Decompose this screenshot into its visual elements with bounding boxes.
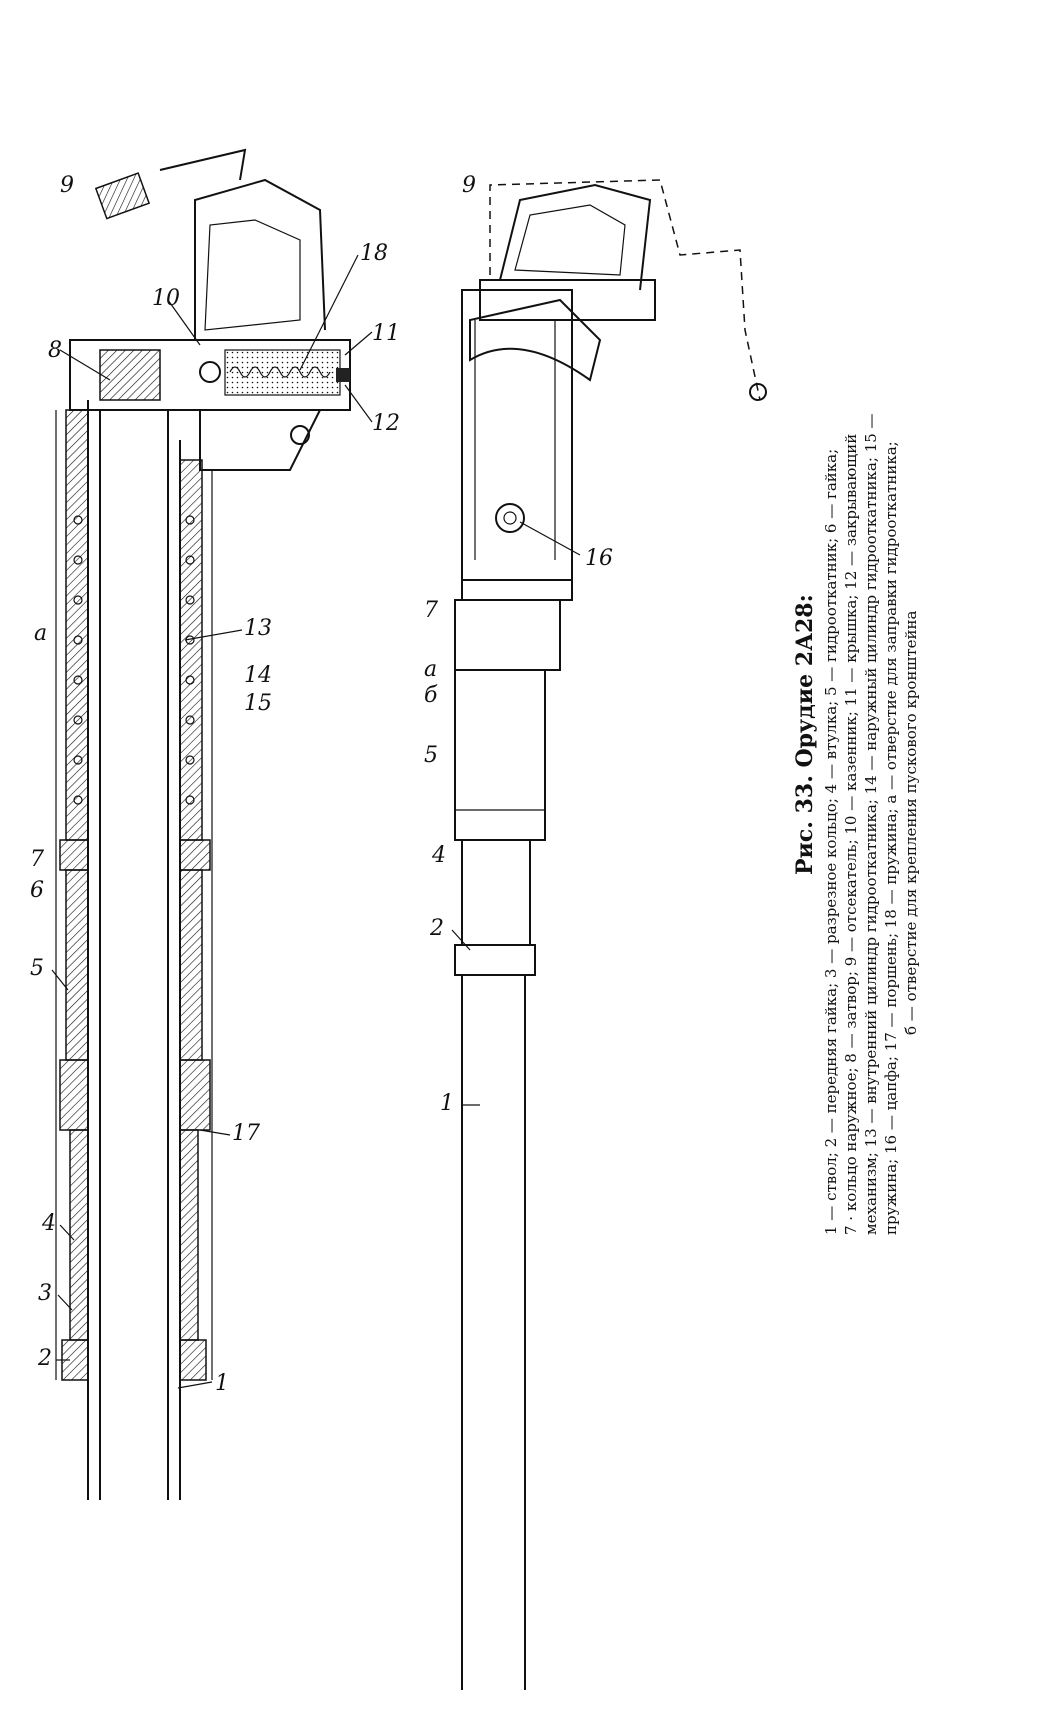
ext-callout-9: 9 xyxy=(462,173,476,198)
ext-callout-16: 16 xyxy=(585,546,613,571)
ejector-housing xyxy=(499,183,652,291)
trunnion xyxy=(495,503,525,533)
ext-callout-7: 7 xyxy=(424,598,438,623)
callout-6: 6 xyxy=(30,878,44,903)
exterior-view: 1 2 4 5 7 б а 16 9 xyxy=(424,173,767,1690)
left-bushing xyxy=(69,1129,89,1341)
callout-1: 1 xyxy=(215,1371,229,1396)
ejector-window xyxy=(204,219,301,331)
right-bushing xyxy=(179,1129,199,1341)
closing-mechanism xyxy=(336,368,350,382)
breech-bolt-head xyxy=(290,425,310,445)
ext-callout-a: а xyxy=(424,657,437,682)
breech-housing xyxy=(461,289,573,581)
ext-callout-1: 1 xyxy=(440,1091,454,1116)
bolt-pivot xyxy=(199,361,221,383)
ejector-swing-path xyxy=(489,179,761,401)
ext-leader-lines xyxy=(451,521,581,1106)
left-collar xyxy=(59,839,89,871)
ejector-frame xyxy=(194,178,326,340)
callout-7: 7 xyxy=(30,847,44,872)
caption-line-2: 7 · кольцо наружное; 8 — затвор; 9 — отс… xyxy=(842,434,860,1235)
loader-bracket xyxy=(479,279,656,321)
spring-coils xyxy=(73,515,195,805)
ext-callout-2: 2 xyxy=(429,916,444,941)
breech-lower xyxy=(199,409,321,471)
callout-2: 2 xyxy=(37,1346,52,1371)
breech-side-plate xyxy=(469,298,602,382)
callout-4: 4 xyxy=(41,1211,56,1236)
bushing xyxy=(461,839,531,946)
callout-3: 3 xyxy=(38,1281,52,1306)
recoil-cylinder xyxy=(454,669,546,841)
right-collar xyxy=(179,839,211,871)
caption-line-5: б — отверстие для крепления пускового кр… xyxy=(902,610,920,1035)
right-sleeve-mid xyxy=(179,869,203,1061)
trunnion-center xyxy=(503,511,517,525)
figure-title: Рис. 33. Орудие 2А28: xyxy=(792,594,818,875)
front-nut xyxy=(454,944,536,976)
outer-ring xyxy=(454,599,561,671)
callout-a: а xyxy=(34,621,47,646)
callout-17: 17 xyxy=(232,1121,260,1146)
right-sleeve-upper xyxy=(179,459,203,841)
caption-line-4: пружина; 16 — цапфа; 17 — поршень; 18 — … xyxy=(882,441,900,1235)
leader-lines xyxy=(51,254,373,1389)
left-nut xyxy=(59,1059,89,1131)
breech-spring-chamber xyxy=(224,349,341,396)
caption-line-3: механизм; 13 — внутренний цилиндр гидроо… xyxy=(862,413,880,1235)
callout-9: 9 xyxy=(60,173,74,198)
callout-11: 11 xyxy=(372,321,400,346)
left-sleeve-mid xyxy=(65,869,89,1061)
callout-8: 8 xyxy=(48,338,62,363)
swing-pivot xyxy=(749,383,767,401)
callout-15: 15 xyxy=(244,691,272,716)
callout-13: 13 xyxy=(244,616,272,641)
ext-callout-4: 4 xyxy=(431,843,446,868)
caption-block: Рис. 33. Орудие 2А28: 1 — ствол; 2 — пер… xyxy=(792,413,920,1235)
callout-12: 12 xyxy=(372,411,400,436)
ext-callout-b: б xyxy=(424,683,438,708)
caption-line-1: 1 — ствол; 2 — передняя гайка; 3 — разре… xyxy=(822,449,840,1235)
callout-18: 18 xyxy=(360,241,388,266)
callout-14: 14 xyxy=(244,663,272,688)
right-front-nut xyxy=(179,1339,207,1381)
ejector-panel xyxy=(514,204,626,276)
bolt xyxy=(99,349,161,401)
left-sleeve-upper xyxy=(65,409,89,841)
right-nut xyxy=(179,1059,211,1131)
breech-spring xyxy=(229,366,331,378)
section-view: 1 2 3 4 5 6 7 8 9 10 11 12 13 14 15 17 1… xyxy=(30,148,400,1500)
ext-callout-5: 5 xyxy=(424,743,438,768)
ring-flange xyxy=(461,579,573,601)
ejector-arm xyxy=(159,148,247,181)
callout-5: 5 xyxy=(30,956,44,981)
ejector-head xyxy=(94,172,151,220)
callout-10: 10 xyxy=(152,286,180,311)
